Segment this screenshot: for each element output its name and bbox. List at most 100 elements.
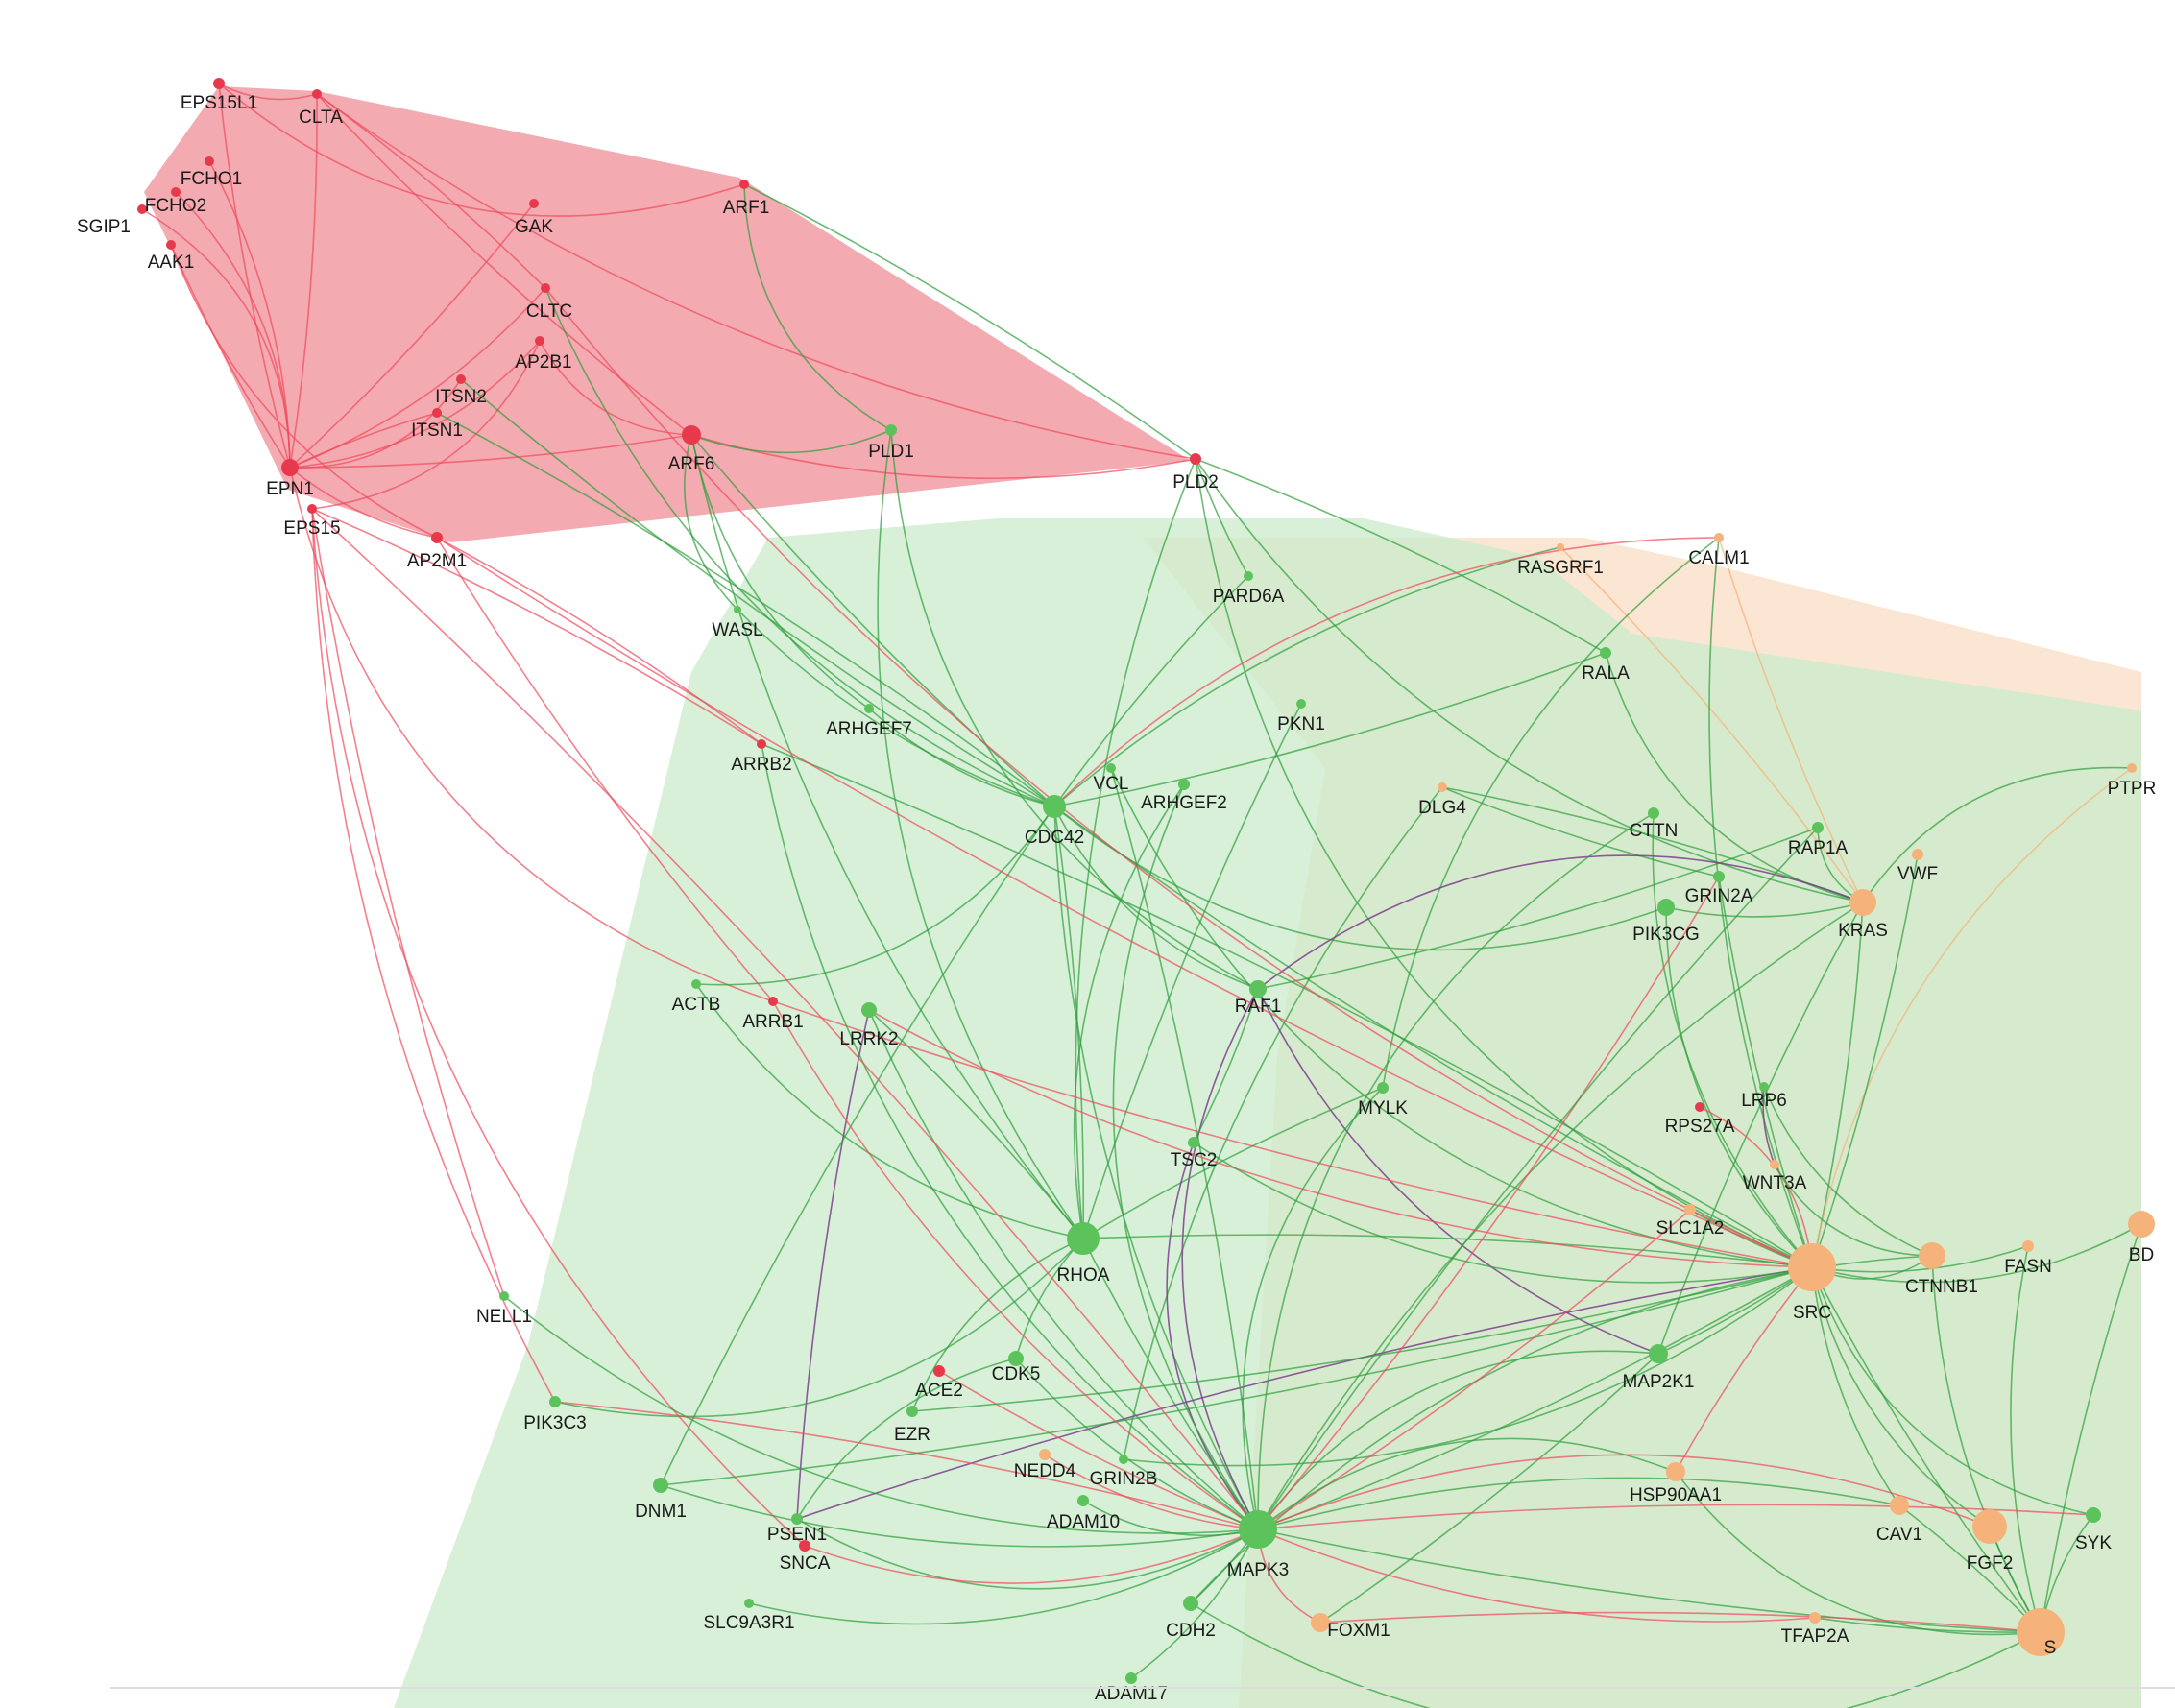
node-cav1[interactable] xyxy=(1890,1496,1909,1515)
node-cdh2[interactable] xyxy=(1183,1596,1198,1611)
node-pard6a[interactable] xyxy=(1244,571,1253,581)
node-dlg4[interactable] xyxy=(1438,782,1447,792)
node-label-ezr: EZR xyxy=(894,1425,930,1445)
bottom-divider xyxy=(110,1687,2175,1689)
edge-arf6-wasl xyxy=(684,434,738,611)
node-pik3cg[interactable] xyxy=(1657,899,1675,916)
node-nell1[interactable] xyxy=(499,1291,509,1301)
node-cltc[interactable] xyxy=(541,283,550,293)
node-ptpr[interactable] xyxy=(2127,763,2137,773)
node-cdc42[interactable] xyxy=(1043,795,1066,818)
node-itsn1[interactable] xyxy=(432,408,442,418)
node-rala[interactable] xyxy=(1600,647,1611,659)
node-foxm1[interactable] xyxy=(1311,1613,1330,1632)
node-label-arrb1: ARRB1 xyxy=(742,1012,803,1032)
node-wasl[interactable] xyxy=(734,606,741,613)
node-rasgrf1[interactable] xyxy=(1557,543,1564,551)
node-label-kras: KRAS xyxy=(1838,921,1888,941)
node-adam10[interactable] xyxy=(1077,1495,1089,1506)
node-arf1[interactable] xyxy=(739,180,749,189)
edge-arf6-pld2 xyxy=(690,434,1196,480)
node-hsp90aa1[interactable] xyxy=(1666,1462,1685,1481)
node-label-src: SRC xyxy=(1793,1303,1831,1323)
node-adam17[interactable] xyxy=(1125,1672,1137,1684)
node-psen1[interactable] xyxy=(791,1513,803,1525)
node-cttn[interactable] xyxy=(1648,807,1659,819)
node-arhgef7[interactable] xyxy=(864,704,874,713)
node-lrrk2[interactable] xyxy=(861,1002,877,1018)
node-fcho1[interactable] xyxy=(205,156,214,166)
node-vwf[interactable] xyxy=(1912,849,1923,860)
edge-dnm1-mapk3 xyxy=(660,1484,1259,1548)
node-raf1[interactable] xyxy=(1249,980,1267,998)
node-arrb2[interactable] xyxy=(757,739,766,749)
node-snca[interactable] xyxy=(799,1540,810,1552)
node-eps15l1[interactable] xyxy=(213,78,225,89)
node-label-raf1: RAF1 xyxy=(1235,997,1282,1017)
node-vcl[interactable] xyxy=(1106,763,1116,773)
node-rhoa[interactable] xyxy=(1067,1222,1100,1255)
node-bd[interactable] xyxy=(2128,1211,2155,1238)
node-pld2[interactable] xyxy=(1190,453,1201,465)
node-grin2a[interactable] xyxy=(1713,871,1725,882)
node-mylk[interactable] xyxy=(1377,1082,1389,1094)
edge-rhoa-mapk3 xyxy=(1082,1238,1259,1530)
node-grin2b[interactable] xyxy=(1119,1455,1128,1464)
node-aak1[interactable] xyxy=(166,240,176,250)
node-tfap2a[interactable] xyxy=(1809,1612,1821,1624)
node-slc9a3r1[interactable] xyxy=(744,1599,754,1608)
node-kras[interactable] xyxy=(1849,889,1876,916)
node-calm1[interactable] xyxy=(1714,533,1724,542)
node-gak[interactable] xyxy=(529,199,539,208)
node-label-pkn1: PKN1 xyxy=(1277,714,1325,734)
node-itsn2[interactable] xyxy=(456,374,466,384)
node-ap2b1[interactable] xyxy=(535,336,544,346)
edge-epn1-clta xyxy=(289,93,318,469)
node-rap1a[interactable] xyxy=(1812,822,1824,833)
edge-ezr-src xyxy=(911,1266,1813,1412)
node-rps27a[interactable] xyxy=(1695,1102,1704,1112)
node-label-pld1: PLD1 xyxy=(868,442,914,462)
node-clta[interactable] xyxy=(312,89,322,99)
node-arf6[interactable] xyxy=(682,425,701,445)
edge-pld2-rala xyxy=(1195,458,1607,654)
node-epn1[interactable] xyxy=(281,459,299,476)
node-fcho2[interactable] xyxy=(171,187,181,197)
edge-vwf-src xyxy=(1811,854,1919,1268)
node-actb[interactable] xyxy=(691,979,701,989)
node-arhgef2[interactable] xyxy=(1178,779,1190,790)
node-sgip1[interactable] xyxy=(137,204,147,214)
node-src[interactable] xyxy=(1788,1243,1836,1291)
node-syk[interactable] xyxy=(2086,1507,2101,1523)
edge-rasgrf1-cdc42 xyxy=(1053,546,1561,807)
node-wnt3a[interactable] xyxy=(1770,1160,1779,1169)
node-lrp6[interactable] xyxy=(1759,1082,1769,1092)
node-cdk5[interactable] xyxy=(1008,1351,1024,1366)
edge-arf1-pld2 xyxy=(743,183,1196,460)
node-s[interactable] xyxy=(2017,1608,2065,1656)
node-pik3c3[interactable] xyxy=(549,1396,561,1407)
node-label-syk: SYK xyxy=(2075,1533,2112,1553)
node-ctnnb1[interactable] xyxy=(1919,1242,1945,1269)
node-pld1[interactable] xyxy=(885,424,897,436)
node-pkn1[interactable] xyxy=(1296,699,1306,709)
node-ap2m1[interactable] xyxy=(431,532,443,543)
node-nedd4[interactable] xyxy=(1039,1449,1051,1460)
node-fasn[interactable] xyxy=(2022,1240,2034,1252)
edge-src-fgf2 xyxy=(1811,1266,1991,1528)
node-fgf2[interactable] xyxy=(1972,1509,2007,1544)
graph-nodes xyxy=(137,78,2155,1684)
node-mapk3[interactable] xyxy=(1239,1510,1277,1549)
node-ace2[interactable] xyxy=(933,1365,945,1377)
node-ezr[interactable] xyxy=(906,1406,918,1417)
node-slc1a2[interactable] xyxy=(1684,1204,1696,1215)
node-map2k1[interactable] xyxy=(1649,1344,1668,1363)
node-label-arhgef7: ARHGEF7 xyxy=(826,719,912,739)
node-tsc2[interactable] xyxy=(1188,1137,1199,1148)
node-label-clta: CLTA xyxy=(299,108,343,128)
node-arrb1[interactable] xyxy=(768,997,778,1006)
node-eps15[interactable] xyxy=(307,504,317,514)
node-dnm1[interactable] xyxy=(653,1478,668,1493)
edge-itsn2-cdc42 xyxy=(460,378,1055,807)
node-label-vcl: VCL xyxy=(1094,774,1129,794)
